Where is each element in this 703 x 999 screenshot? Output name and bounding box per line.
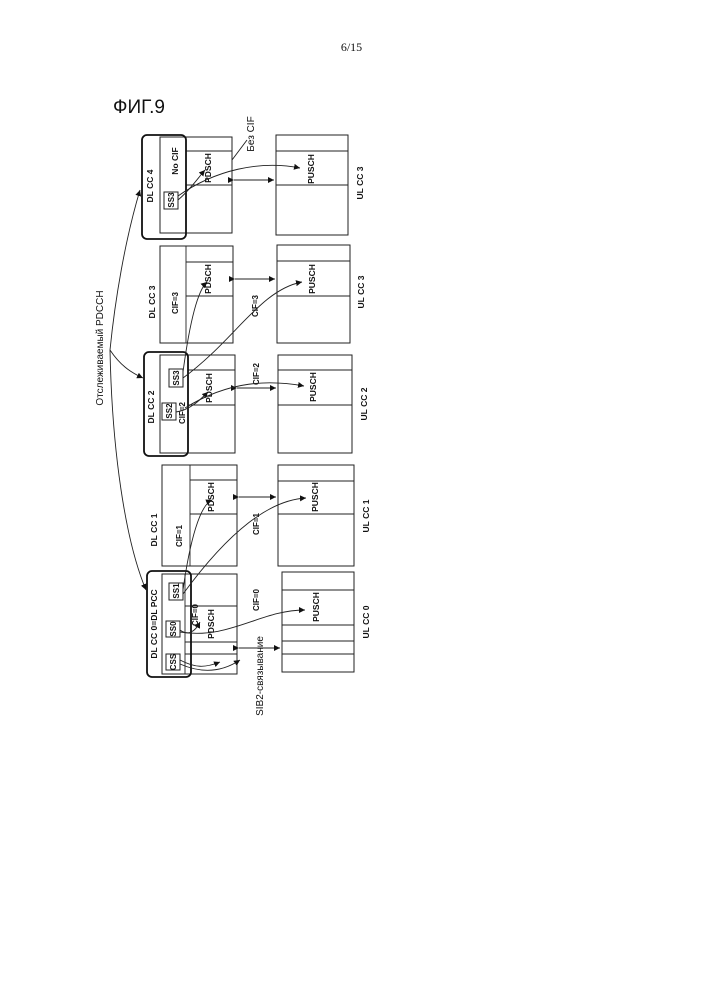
ul-cc-4-label: UL CC 3: [355, 166, 365, 199]
no-cif-leader-line: [232, 140, 247, 160]
monitored-line-cc0: [110, 350, 146, 590]
ul-cc-1-pusch-label: PUSCH: [310, 482, 320, 512]
ss3-label-dl-cc-2: SS3: [172, 370, 181, 386]
ul-cc-1-label: UL CC 1: [361, 499, 371, 532]
ss3-label-dl-cc-4: SS3: [167, 192, 176, 208]
dl-cc-0-pdsch-label: PDSCH: [206, 609, 216, 639]
ul-cc-2-label: UL CC 2: [359, 387, 369, 420]
sib2-link-arrows: [234, 180, 280, 648]
dl-cc-3-label: DL CC 3: [147, 285, 157, 318]
dl-cc-1-pdsch-label: PDSCH: [206, 482, 216, 512]
dl-cc-0-cif-label: CIF=0: [191, 603, 200, 626]
ul-cc-4-pusch-label: PUSCH: [306, 154, 316, 184]
ss2-to-ul-cc2-arrow: [185, 383, 304, 408]
ul-cc-0-cif-label: CIF=0: [252, 588, 261, 611]
ss0-label: SS0: [169, 621, 178, 637]
dl-cc-1-cif-label: CIF=1: [175, 524, 184, 547]
ul-cc-2-pusch-label: PUSCH: [308, 372, 318, 402]
monitored-line-cc2: [110, 350, 143, 378]
ul-cc-0-block: PUSCH UL CC 0 CIF=0: [252, 572, 371, 672]
dl-cc-0-label: DL CC 0=DL PCC: [149, 589, 159, 658]
dl-cc-2-pdsch-label: PDSCH: [204, 373, 214, 403]
no-cif-annotation: Без CIF: [246, 116, 257, 151]
monitored-line-cc4: [110, 190, 140, 350]
ss3-to-dl-cc3-arrow: [183, 282, 207, 372]
ss1-label: SS1: [172, 583, 181, 599]
css-label: CSS: [169, 653, 178, 670]
dl-cc-2-label: DL CC 2: [146, 390, 156, 423]
dl-cc-0-block: DL CC 0=DL PCC CSS SS0 SS1 CIF=0 PDSCH: [147, 571, 237, 677]
dl-cc-1-block: DL CC 1 CIF=1 PDSCH: [149, 465, 237, 566]
css-to-pdsch-arrow: [180, 660, 220, 666]
dl-cc-3-pdsch-label: PDSCH: [203, 264, 213, 294]
ss2-label: SS2: [165, 403, 174, 419]
dl-cc-4-no-cif-label: No CIF: [170, 147, 180, 174]
dl-cc-4-pdsch-label: PDSCH: [203, 153, 213, 183]
ul-cc-3-cif-label: CIF=3: [251, 294, 260, 317]
ul-cc-3-block: PUSCH UL CC 3 CIF=3: [251, 245, 366, 343]
ul-cc-4-block: PUSCH UL CC 3: [276, 135, 365, 235]
ul-cc-2-block: PUSCH UL CC 2 CIF=2: [252, 355, 369, 453]
dl-cc-4-label: DL CC 4: [145, 169, 155, 202]
dl-cc-3-cif-label: CIF=3: [171, 291, 180, 314]
dl-cc-2-cif-label: CIF=2: [178, 401, 187, 424]
ul-cc-1-block: PUSCH UL CC 1 CIF=1: [252, 465, 371, 566]
dl-cc-4-block: DL CC 4 SS3 No CIF PDSCH: [142, 135, 232, 239]
dl-cc-1-label: DL CC 1: [149, 513, 159, 546]
monitored-pdcch-label: Отслеживаемый PDCCH: [95, 290, 106, 405]
ul-cc-3-label: UL CC 3: [356, 275, 366, 308]
ul-cc-3-pusch-label: PUSCH: [307, 264, 317, 294]
sib2-link-annotation: SIB2-связывание: [255, 636, 266, 716]
ss1-to-dl-cc1-arrow: [183, 500, 212, 590]
scheduling-arrows: [176, 165, 306, 670]
dl-cc-2-block: DL CC 2 SS2 SS3 CIF=2 PDSCH: [144, 352, 235, 456]
ul-cc-0-pusch-label: PUSCH: [311, 592, 321, 622]
monitored-pdcch-callout: Отслеживаемый PDCCH: [95, 190, 146, 590]
ul-cc-0-label: UL CC 0: [361, 605, 371, 638]
ul-cc-1-cif-label: CIF=1: [252, 512, 261, 535]
ul-cc-2-cif-label: CIF=2: [252, 362, 261, 385]
